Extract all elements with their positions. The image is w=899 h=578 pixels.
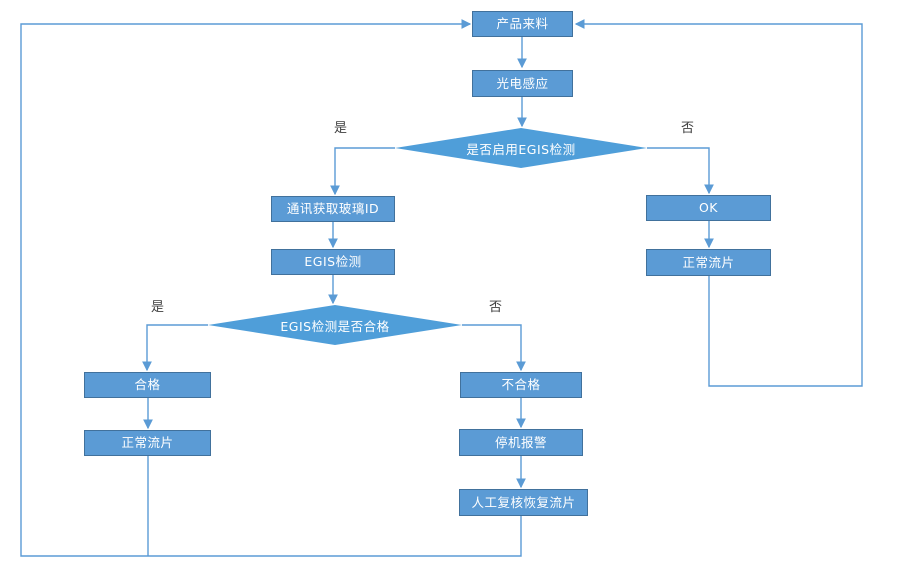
- node-normal-flow-right[interactable]: 正常流片: [646, 249, 771, 276]
- edge-label-no-2: 否: [489, 300, 503, 315]
- node-normal-flow-left[interactable]: 正常流片: [84, 430, 211, 456]
- edge-label-yes-1: 是: [334, 121, 348, 136]
- node-product-incoming[interactable]: 产品来料: [472, 11, 573, 37]
- edge-right-return-loop: [574, 19, 863, 387]
- edge-label-no-1: 否: [681, 121, 695, 136]
- edge-left-return-loop: [20, 19, 522, 557]
- node-manual-review[interactable]: 人工复核恢复流片: [459, 489, 588, 516]
- node-stop-alarm[interactable]: 停机报警: [459, 429, 583, 456]
- node-get-glass-id[interactable]: 通讯获取玻璃ID: [271, 196, 395, 222]
- edge-decision2-no: [462, 324, 526, 372]
- node-photo-sensor[interactable]: 光电感应: [472, 70, 573, 97]
- edge-label-yes-2: 是: [151, 300, 165, 315]
- edge-decision2-yes: [142, 324, 208, 372]
- edge-decision1-no: [647, 147, 714, 195]
- node-qualified[interactable]: 合格: [84, 372, 211, 398]
- node-ok[interactable]: OK: [646, 195, 771, 221]
- edge-decision1-yes: [330, 147, 395, 196]
- node-egis-test[interactable]: EGIS检测: [271, 249, 395, 275]
- node-unqualified[interactable]: 不合格: [460, 372, 582, 398]
